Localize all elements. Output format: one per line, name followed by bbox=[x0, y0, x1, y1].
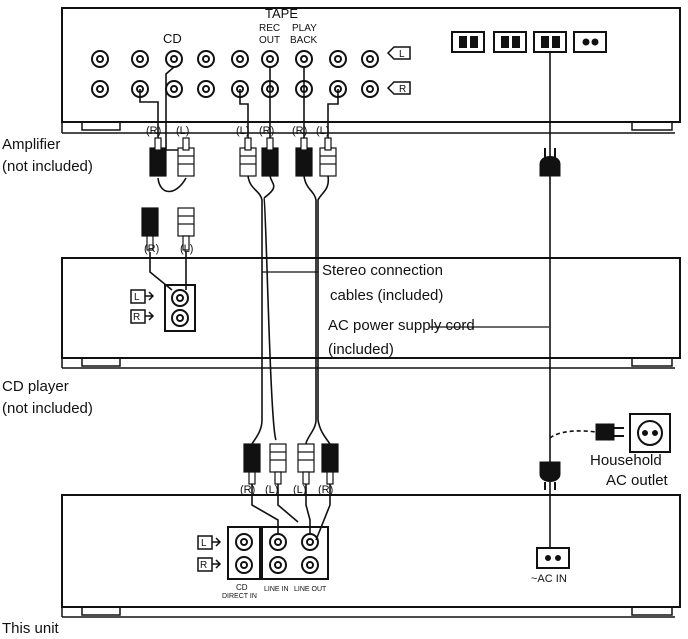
amp-play-label: PLAY bbox=[292, 23, 317, 34]
amp-back-label: BACK bbox=[290, 35, 318, 46]
amplifier-channel-tags: L R bbox=[386, 46, 411, 95]
stereo-cables-label-line1: Stereo connection bbox=[322, 262, 443, 279]
cables bbox=[139, 52, 597, 548]
amp-rec-plug-r: (R) bbox=[259, 125, 274, 137]
cd-player-name: CD player bbox=[2, 378, 69, 395]
outlet-label-line1: Household bbox=[590, 452, 662, 469]
callout-leaders bbox=[262, 271, 549, 328]
unit-out-plug-r: (R) bbox=[318, 484, 333, 496]
household-outlet-icon bbox=[629, 413, 671, 453]
this-unit-channel-tags: L R bbox=[197, 535, 222, 572]
unit-in-plug-l: (L) bbox=[265, 484, 278, 496]
unit-cd-label: CD bbox=[236, 583, 248, 592]
unit-tag-l: L bbox=[201, 538, 207, 549]
unit-line-out-label: LINE OUT bbox=[294, 586, 327, 593]
amp-out-label: OUT bbox=[259, 35, 280, 46]
amplifier-note: (not included) bbox=[2, 158, 93, 175]
amplifier-unit bbox=[61, 7, 681, 134]
this-unit-chassis bbox=[61, 494, 681, 618]
cd-plug-r: (R) bbox=[144, 243, 159, 255]
amplifier-name: Amplifier bbox=[2, 136, 61, 153]
cd-plug-l: (L) bbox=[180, 243, 193, 255]
amp-play-plug-r: (R) bbox=[292, 125, 307, 137]
ac-cord-label-line1: AC power supply cord bbox=[328, 317, 475, 334]
amplifier-jacks bbox=[91, 50, 379, 98]
amp-tag-r: R bbox=[399, 84, 406, 95]
amp-rec-plug-l: (L) bbox=[236, 125, 249, 137]
rca-plugs bbox=[141, 137, 339, 485]
this-unit-name: This unit bbox=[2, 620, 59, 637]
cd-tag-r: R bbox=[133, 312, 140, 323]
amplifier-ac-outlets bbox=[451, 31, 607, 53]
unit-out-plug-l: (L) bbox=[293, 484, 306, 496]
unit-in-plug-r: (R) bbox=[240, 484, 255, 496]
cd-tag-l: L bbox=[134, 292, 140, 303]
amp-cd-label: CD bbox=[163, 31, 182, 46]
amp-rec-label: REC bbox=[259, 23, 280, 34]
amp-play-plug-l: (L) bbox=[316, 125, 329, 137]
unit-direct-in-label: DIRECT IN bbox=[222, 593, 257, 600]
stereo-cables-label-line2: cables (included) bbox=[330, 287, 444, 304]
ac-cord-label-line2: (included) bbox=[328, 341, 394, 358]
amp-tag-l: L bbox=[399, 49, 405, 60]
amp-cd-plug-r: (R) bbox=[146, 125, 161, 137]
amp-tape-label: TAPE bbox=[265, 6, 298, 21]
cd-player-unit bbox=[61, 257, 681, 369]
cd-player-note: (not included) bbox=[2, 400, 93, 417]
unit-ac-in-label: ~AC IN bbox=[531, 573, 567, 585]
ac-plugs bbox=[539, 148, 624, 490]
outlet-label-line2: AC outlet bbox=[606, 472, 668, 489]
cd-player-channel-tags: L R bbox=[130, 289, 155, 324]
unit-line-in-label: LINE IN bbox=[264, 586, 289, 593]
amp-cd-plug-l: (L) bbox=[176, 125, 189, 137]
unit-tag-r: R bbox=[200, 560, 207, 571]
